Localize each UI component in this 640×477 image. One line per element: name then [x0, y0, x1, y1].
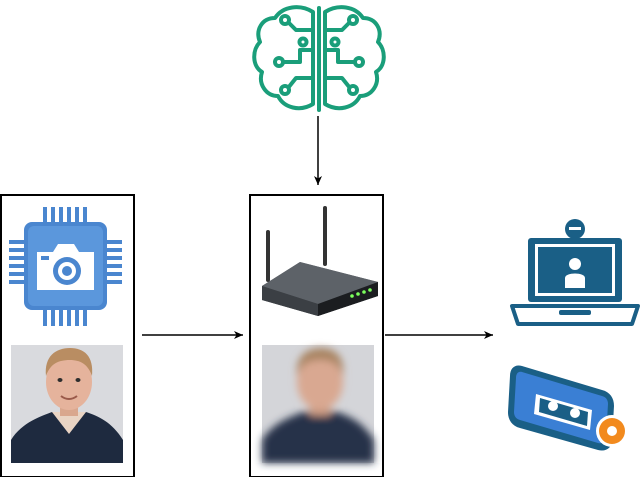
- video-call-laptop-icon: [510, 219, 640, 326]
- video-tape-icon: [508, 365, 628, 451]
- circuit-brain-icon: [252, 5, 386, 112]
- camera-chip-icon: [9, 207, 122, 326]
- person-photo-blurred: [262, 345, 374, 463]
- wifi-router-icon: [262, 206, 378, 316]
- person-photo: [11, 345, 123, 463]
